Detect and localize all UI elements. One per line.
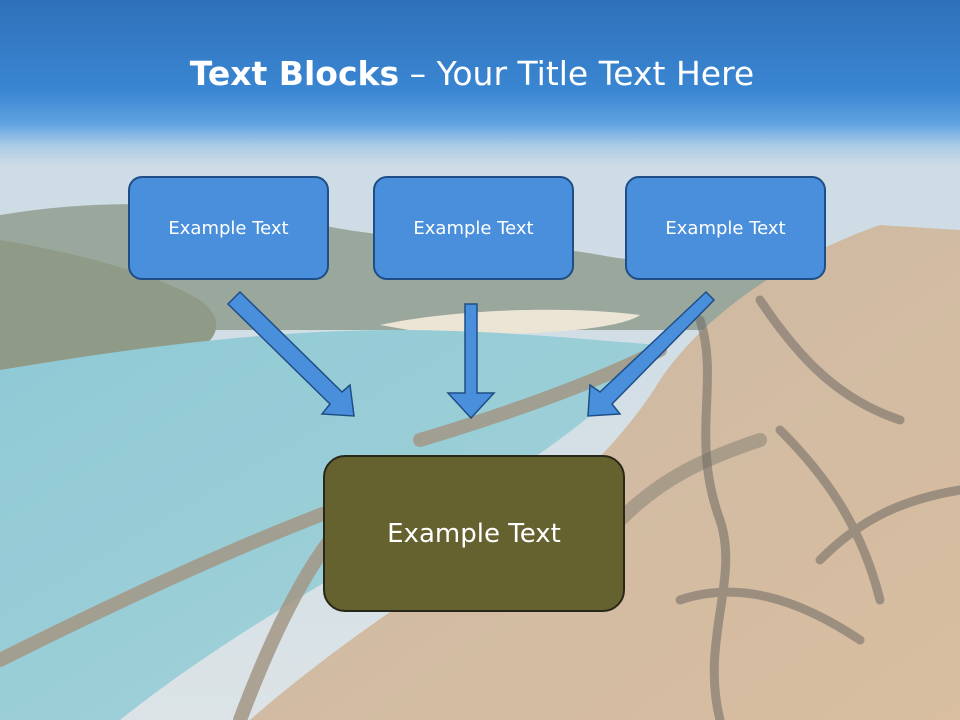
arrow-right-diagonal [587, 290, 716, 417]
text-block-1[interactable]: Example Text [128, 176, 329, 280]
title-rest: Your Title Text Here [436, 54, 755, 93]
title-bold: Text Blocks [189, 54, 400, 93]
arrow-center-down [446, 303, 496, 420]
slide-title: Text Blocks – Your Title Text Here [0, 52, 944, 96]
text-block-1-label: Example Text [168, 217, 289, 239]
arrow-left-diagonal [226, 290, 355, 417]
text-block-3[interactable]: Example Text [625, 176, 826, 280]
text-block-2[interactable]: Example Text [373, 176, 574, 280]
text-block-center[interactable]: Example Text [323, 455, 625, 612]
text-block-center-label: Example Text [387, 518, 561, 549]
header-band [0, 0, 960, 165]
beach [380, 309, 640, 335]
left-cliff [0, 240, 217, 380]
text-block-3-label: Example Text [665, 217, 786, 239]
text-block-2-label: Example Text [413, 217, 534, 239]
title-dash: – [399, 54, 437, 93]
branch-shadows [675, 295, 960, 720]
